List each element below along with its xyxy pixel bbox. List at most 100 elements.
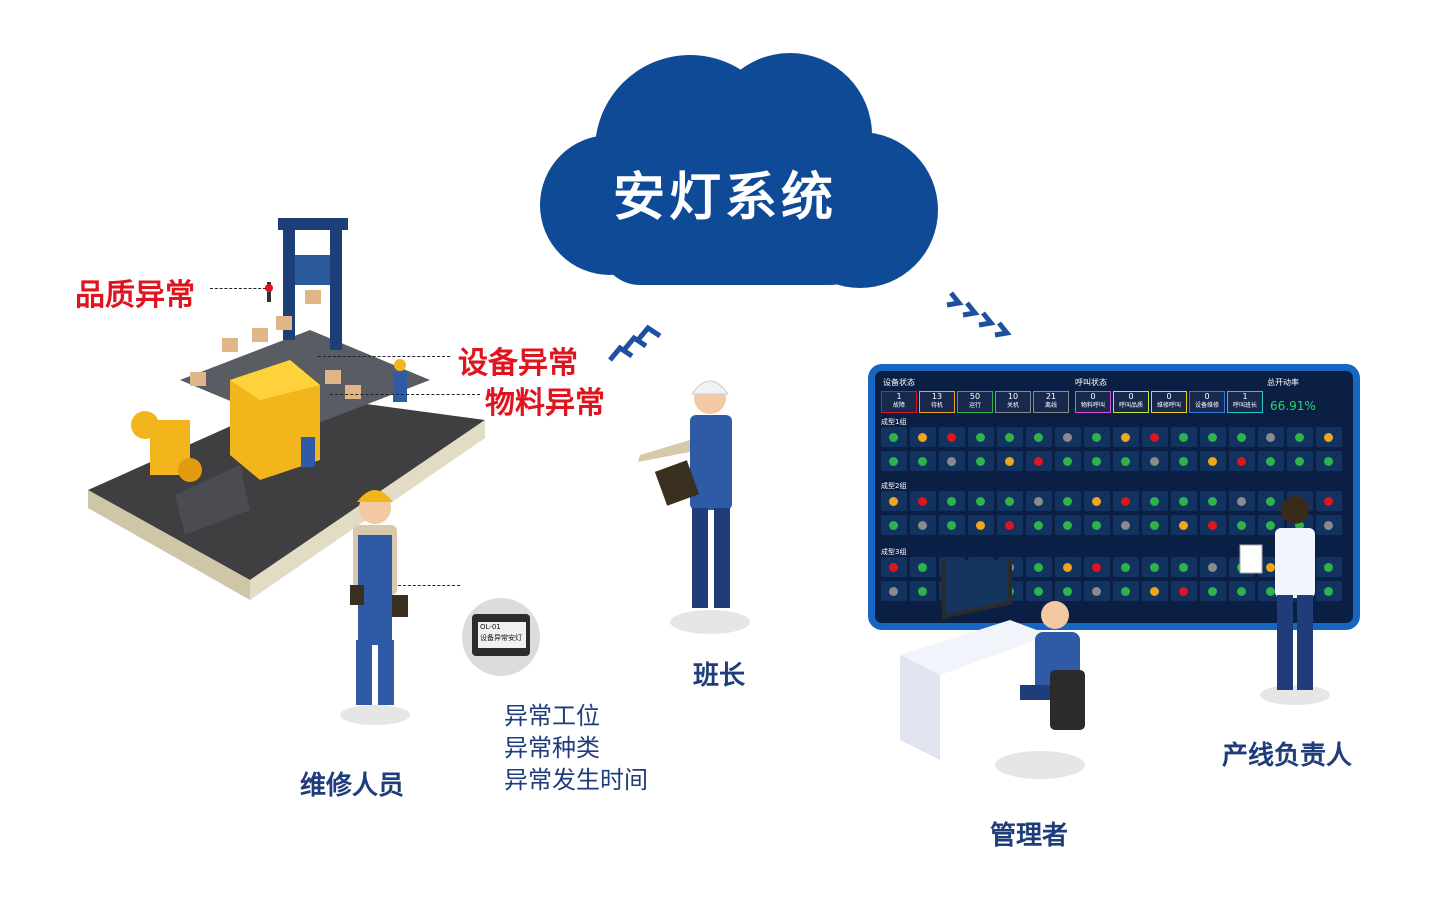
machine-status-dot (889, 563, 898, 572)
machine-status-dot (976, 521, 985, 530)
machine-tile (968, 427, 994, 447)
machine-tile (1229, 427, 1255, 447)
machine-tile (1200, 515, 1226, 535)
machine-status-dot (1150, 457, 1159, 466)
machine-tile (1113, 515, 1139, 535)
maintenance-worker-figure (340, 490, 410, 725)
team-leader-role-label: 班长 (693, 661, 746, 691)
machine-tile (1055, 451, 1081, 471)
call-status-value: 1 (1242, 392, 1248, 401)
device-screen-line1: OL-01 (480, 623, 501, 631)
machine-status-dot (1266, 587, 1275, 596)
machine-tile (1171, 491, 1197, 511)
machine-status-dot (947, 497, 956, 506)
machine-status-dot (976, 457, 985, 466)
machine-tile (1171, 515, 1197, 535)
machine-status-dot (1063, 497, 1072, 506)
machine-status-dot (1208, 497, 1217, 506)
machine-status-dot (1150, 433, 1159, 442)
machine-status-dot (1266, 433, 1275, 442)
section-call-status: 呼叫状态 (1075, 378, 1107, 387)
machine-status-dot (1034, 433, 1043, 442)
machine-tile (1084, 581, 1110, 601)
device-status-label: 关机 (1006, 402, 1019, 409)
machine-tile (968, 515, 994, 535)
machine-tile (881, 491, 907, 511)
machine-tile (1316, 515, 1342, 535)
machine-tile (881, 427, 907, 447)
machine-status-dot (918, 587, 927, 596)
device-screen: OL-01 设备异常安灯 (478, 622, 526, 648)
machine-tile (1055, 515, 1081, 535)
machine-status-dot (1324, 587, 1333, 596)
info-item: 异常种类 (504, 734, 600, 762)
machine-status-dot (1179, 433, 1188, 442)
info-item: 异常发生时间 (504, 766, 648, 794)
machine-status-dot (1150, 587, 1159, 596)
machine-tile (1229, 515, 1255, 535)
material-leader-line (330, 394, 480, 395)
machine-tile (910, 491, 936, 511)
equipment-leader-line (318, 356, 450, 357)
machine-status-dot (918, 433, 927, 442)
machine-tile (1171, 581, 1197, 601)
device-status-value: 50 (969, 392, 981, 401)
machine-status-dot (1324, 497, 1333, 506)
machine-tile (1026, 557, 1052, 577)
device-screen-line2: 设备异常安灯 (480, 634, 522, 642)
maintenance-role-label: 维修人员 (300, 771, 405, 801)
call-status-label: 设备维修 (1194, 402, 1219, 409)
machine-status-dot (1005, 497, 1014, 506)
machine-tile (1229, 451, 1255, 471)
machine-tile (1026, 491, 1052, 511)
machine-tile (1287, 427, 1313, 447)
machine-status-dot (1295, 433, 1304, 442)
machine-tile (939, 515, 965, 535)
machine-status-dot (1237, 497, 1246, 506)
machine-status-dot (1063, 457, 1072, 466)
machine-status-dot (1179, 587, 1188, 596)
section-device-status: 设备状态 (883, 378, 915, 387)
machine-status-dot (889, 497, 898, 506)
machine-tile (1200, 557, 1226, 577)
machine-status-dot (1324, 521, 1333, 530)
machine-status-dot (1237, 521, 1246, 530)
machine-status-dot (1034, 563, 1043, 572)
equipment-anomaly-label: 设备异常 (458, 346, 578, 381)
machine-tile (1200, 581, 1226, 601)
call-status-label: 维修呼叫 (1156, 402, 1181, 409)
andon-device-magnifier: OL-01 设备异常安灯 (462, 598, 540, 676)
section-rate: 总开动率 (1267, 378, 1299, 387)
machine-status-dot (1324, 563, 1333, 572)
machine-tile (1316, 427, 1342, 447)
machine-status-dot (1121, 433, 1130, 442)
line-owner-figure (1239, 496, 1330, 705)
team-leader-figure (638, 380, 750, 634)
call-status-label: 呼叫班长 (1232, 402, 1257, 409)
machine-status-dot (1237, 587, 1246, 596)
device-leader-line (398, 585, 460, 586)
machine-tile (1171, 427, 1197, 447)
device-status-label: 待机 (930, 402, 943, 409)
machine-tile (1084, 491, 1110, 511)
machine-status-dot (1266, 563, 1275, 572)
call-status-value: 0 (1204, 392, 1210, 401)
device-status-value: 13 (931, 392, 943, 401)
machine-tile (1026, 581, 1052, 601)
device-status-label: 离线 (1044, 402, 1057, 409)
machine-tile (997, 491, 1023, 511)
machine-tile (1258, 427, 1284, 447)
call-status-value: 0 (1128, 392, 1134, 401)
machine-status-dot (1208, 587, 1217, 596)
machine-tile (1055, 557, 1081, 577)
machine-status-dot (1092, 521, 1101, 530)
machine-tile (997, 451, 1023, 471)
machine-status-dot (1063, 587, 1072, 596)
machine-status-dot (1179, 521, 1188, 530)
